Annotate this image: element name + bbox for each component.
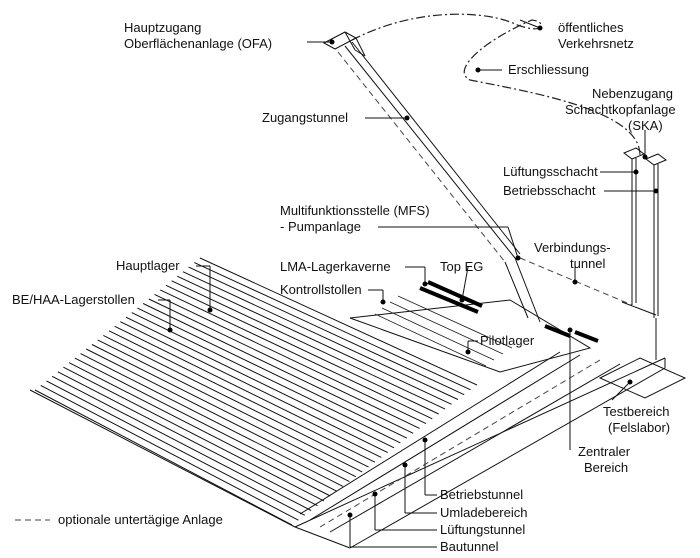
- label-zentraler-2: Bereich: [584, 460, 628, 475]
- lagerstollen-line: [137, 307, 408, 439]
- lagerstollen-line: [51, 375, 312, 511]
- label-betriebsschacht: Betriebsschacht: [503, 183, 596, 198]
- ska-shafts: [623, 147, 667, 318]
- lagerstollen-line: [171, 280, 446, 410]
- label-lueftungsschacht: Lüftungsschacht: [503, 164, 598, 179]
- verbindungstunnel-end: [621, 301, 657, 316]
- lagerstollen-line: [68, 362, 331, 497]
- lagerstollen-line: [125, 316, 395, 449]
- label-erschliessung: Erschliessung: [508, 62, 589, 77]
- lagerstollen-line: [80, 353, 344, 487]
- label-testbereich-2: (Felslabor): [608, 420, 670, 435]
- label-lueftungstunnel: Lüftungstunnel: [440, 522, 525, 537]
- ofa-building: [322, 31, 366, 57]
- label-verbindungstunnel-1: Verbindungs-: [534, 240, 611, 255]
- label-lma: LMA-Lagerkaverne: [280, 259, 391, 274]
- label-ska-2: Schachtkopfanlage: [565, 102, 676, 117]
- lagerstollen-line: [154, 293, 427, 425]
- erschliessung-road: [351, 13, 641, 156]
- label-zugangstunnel: Zugangstunnel: [262, 110, 348, 125]
- label-verkehrsnetz-1: öffentliches: [558, 20, 624, 35]
- lagerstollen-line: [142, 303, 414, 434]
- label-be-haa: BE/HAA-Lagerstollen: [12, 292, 135, 307]
- lagerstollen-line: [176, 275, 452, 405]
- lagerstollen-line: [165, 284, 439, 415]
- lagerstollen-line: [131, 312, 401, 444]
- lagerstollen-line: [120, 321, 388, 454]
- label-verbindungstunnel-2: tunnel: [570, 256, 606, 271]
- lagerstollen-line: [194, 262, 471, 391]
- lagerstollen-line: [97, 339, 363, 473]
- testbereich-box: [598, 357, 687, 399]
- label-kontrollstollen: Kontrollstollen: [280, 282, 362, 297]
- lagerstollen-line: [114, 325, 382, 458]
- lagerstollen-line: [46, 380, 306, 516]
- lagerstollen-line: [182, 271, 459, 400]
- lagerstollen-line: [57, 371, 318, 507]
- lma-caverns: [419, 280, 599, 343]
- lagerstollen-line: [188, 266, 465, 396]
- label-ska-3: (SKA): [628, 118, 663, 133]
- label-bautunnel: Bautunnel: [440, 539, 499, 554]
- lagerstollen-line: [40, 384, 299, 521]
- label-hauptlager: Hauptlager: [116, 258, 180, 273]
- lagerstollen-line: [63, 366, 325, 502]
- hauptlager-stollen-group: [34, 257, 478, 526]
- label-ofa-2: Oberflächenanlage (OFA): [124, 36, 272, 51]
- lagerstollen-line: [103, 334, 369, 468]
- lagerstollen-line: [159, 289, 433, 420]
- lagerstollen-line: [148, 298, 420, 429]
- legend-label: optionale untertägige Anlage: [58, 512, 223, 527]
- lagerstollen-line: [34, 389, 293, 526]
- lagerstollen-line: [74, 357, 337, 492]
- main-floor: [29, 318, 666, 549]
- label-ska-1: Nebenzugang: [592, 86, 673, 101]
- label-testbereich-1: Testbereich: [603, 404, 669, 419]
- label-mfs-2: - Pumpanlage: [280, 219, 361, 234]
- lagerstollen-line: [91, 344, 357, 478]
- marker-dots: [167, 25, 659, 518]
- label-zentraler-1: Zentraler: [578, 444, 631, 459]
- zugangstunnel-ramp: [337, 41, 541, 323]
- label-umladebereich: Umladebereich: [440, 505, 527, 520]
- front-tunnels: [299, 351, 621, 533]
- label-verkehrsnetz-2: Verkehrsnetz: [558, 36, 634, 51]
- lagerstollen-line: [85, 348, 350, 483]
- lagerstollen-line: [199, 257, 478, 386]
- pilotlager-region: [349, 295, 592, 373]
- label-mfs-1: Multifunktionsstelle (MFS): [280, 203, 430, 218]
- label-betriebstunnel: Betriebstunnel: [440, 487, 523, 502]
- label-ofa-1: Hauptzugang: [124, 20, 201, 35]
- lagerstollen-line: [108, 330, 376, 463]
- label-top-eg: Top EG: [440, 259, 483, 274]
- label-pilotlager: Pilotlager: [480, 333, 535, 348]
